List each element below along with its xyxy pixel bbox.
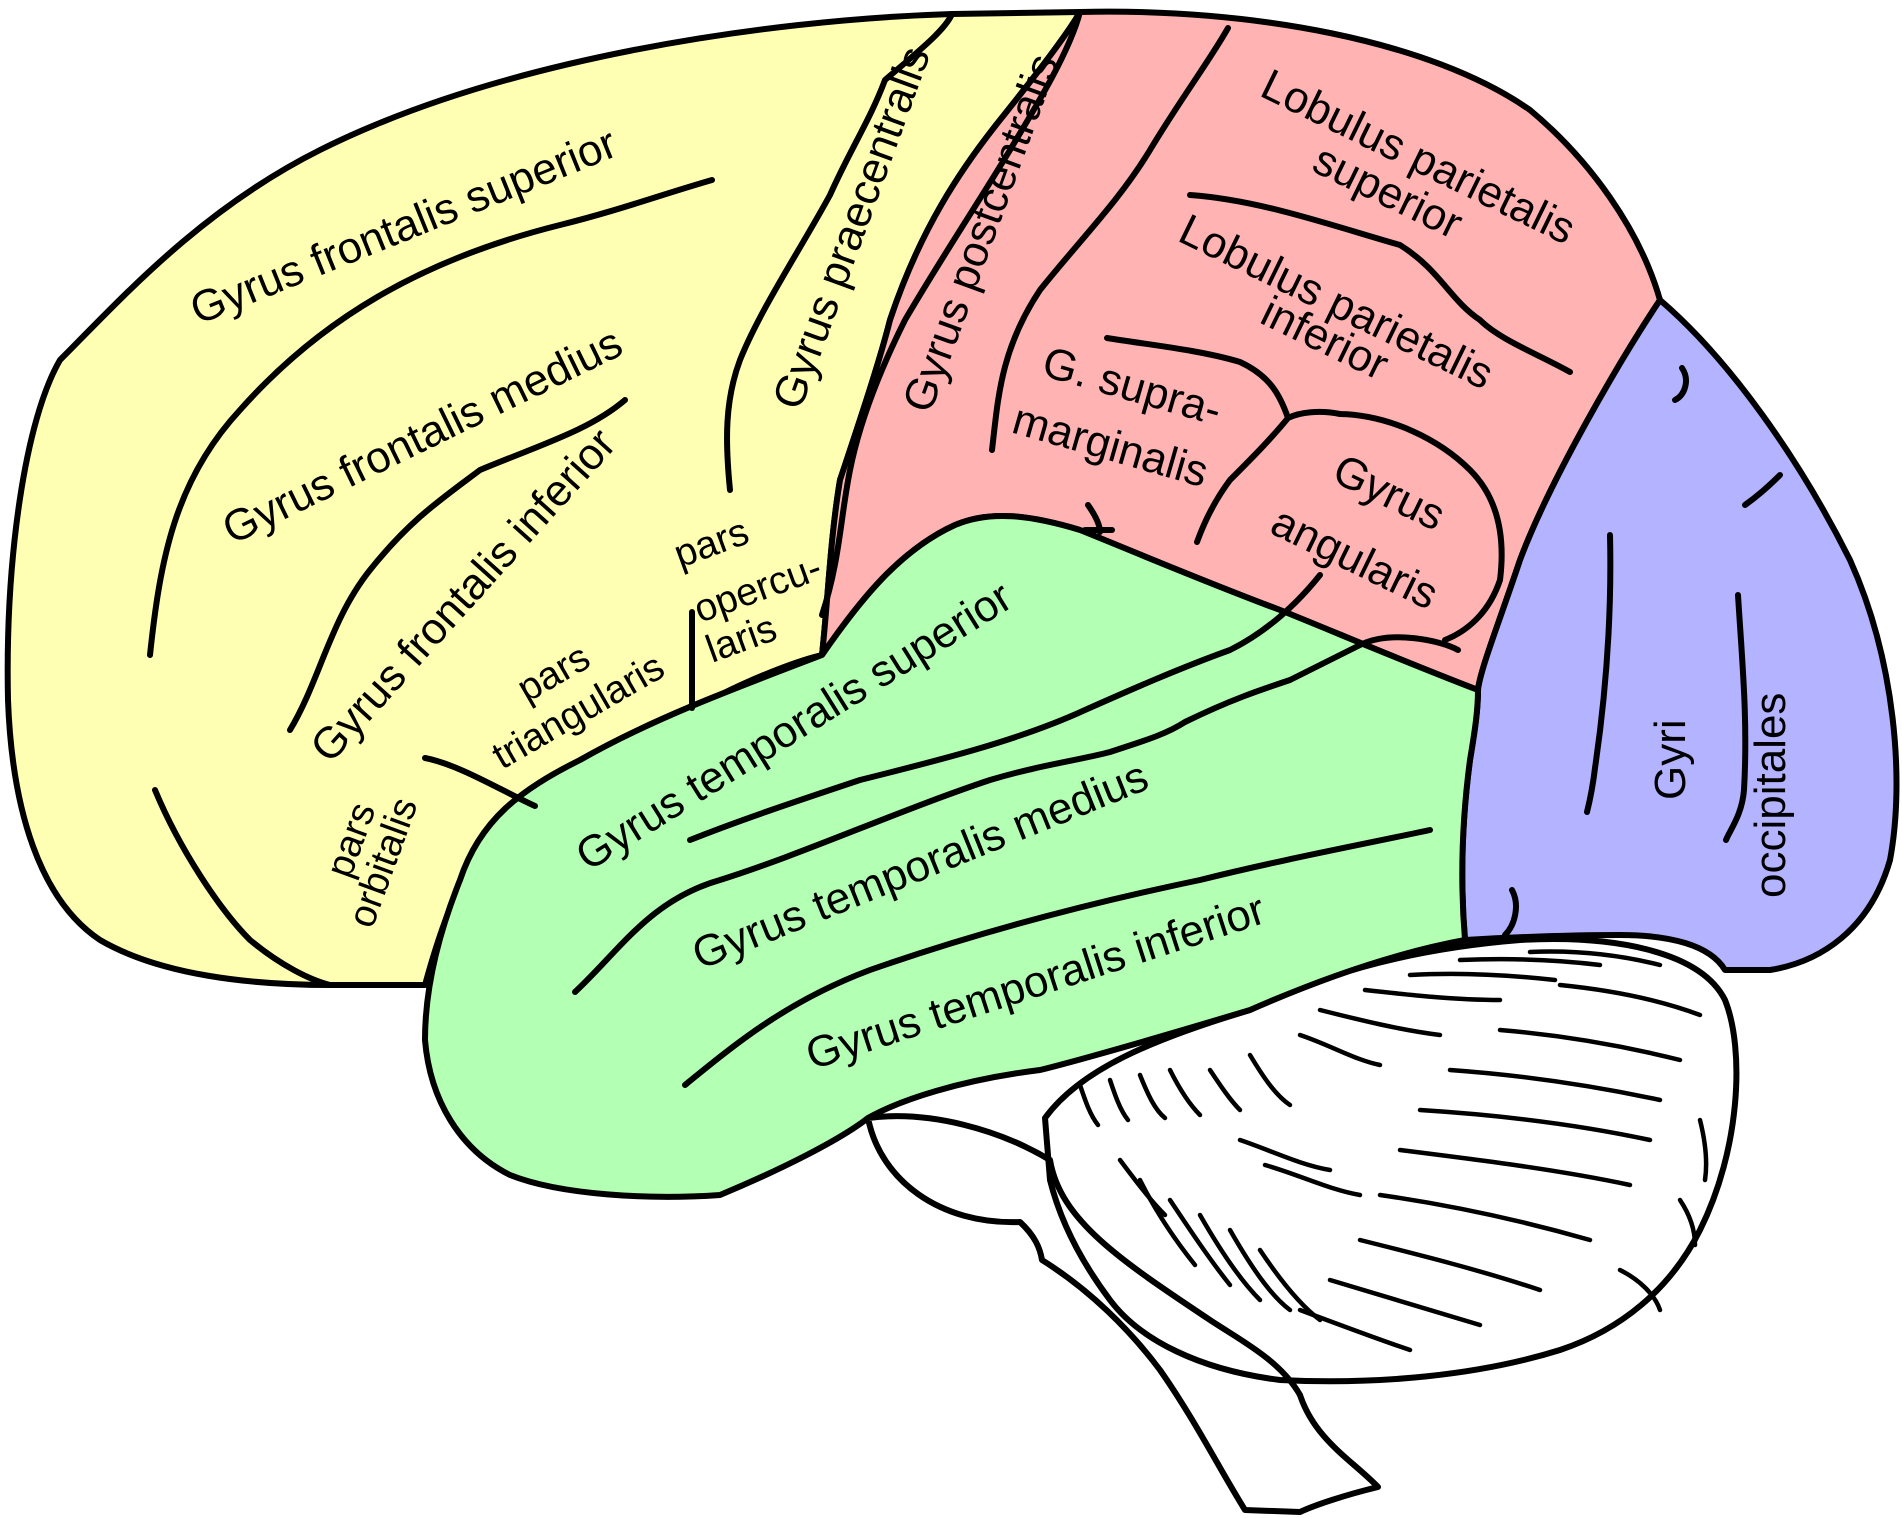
sulcus-temporalis-inferior: [682, 827, 1433, 1088]
sulcus-occipital-3: [1742, 472, 1783, 508]
sulcus-postcentralis: [989, 25, 1231, 453]
sulcus-frontalis-inferior: [287, 397, 628, 733]
sulci: [147, 9, 1783, 1088]
sulcus-supramarginal: [1104, 335, 1505, 643]
sulcus-intraparietalis: [1187, 192, 1573, 375]
label-gyri-occipitales-2: occipitales: [1746, 693, 1795, 898]
sulcus-angular: [1194, 415, 1291, 545]
sulcus-temporalis-superior-anterior: [687, 572, 1323, 843]
sulcus-occipital-2: [1723, 592, 1749, 843]
brainstem: [865, 1113, 1381, 1515]
occipital-lobe: [1459, 297, 1900, 973]
sulcus-parietal-stub: [1082, 502, 1115, 535]
label-gyri-occipitales-1: Gyri: [1646, 719, 1695, 800]
sulcus-occipital-5: [1502, 887, 1519, 938]
sulcus-lateralis-front: [152, 787, 333, 988]
sulcus-temporalis-superior: [572, 634, 1461, 995]
sulcus-frontalis-superior: [147, 177, 715, 658]
sulcus-precentralis-upper: [724, 11, 955, 493]
sulcus-ramus-horizontal: [422, 755, 538, 809]
cerebellum-folia: [1077, 949, 1709, 1353]
sulcus-centralis: [819, 9, 1083, 618]
temporal-lobe: [422, 512, 1481, 1200]
sulcus-occipital-4: [1672, 365, 1689, 403]
sulcus-occipital-1: [1584, 532, 1614, 815]
